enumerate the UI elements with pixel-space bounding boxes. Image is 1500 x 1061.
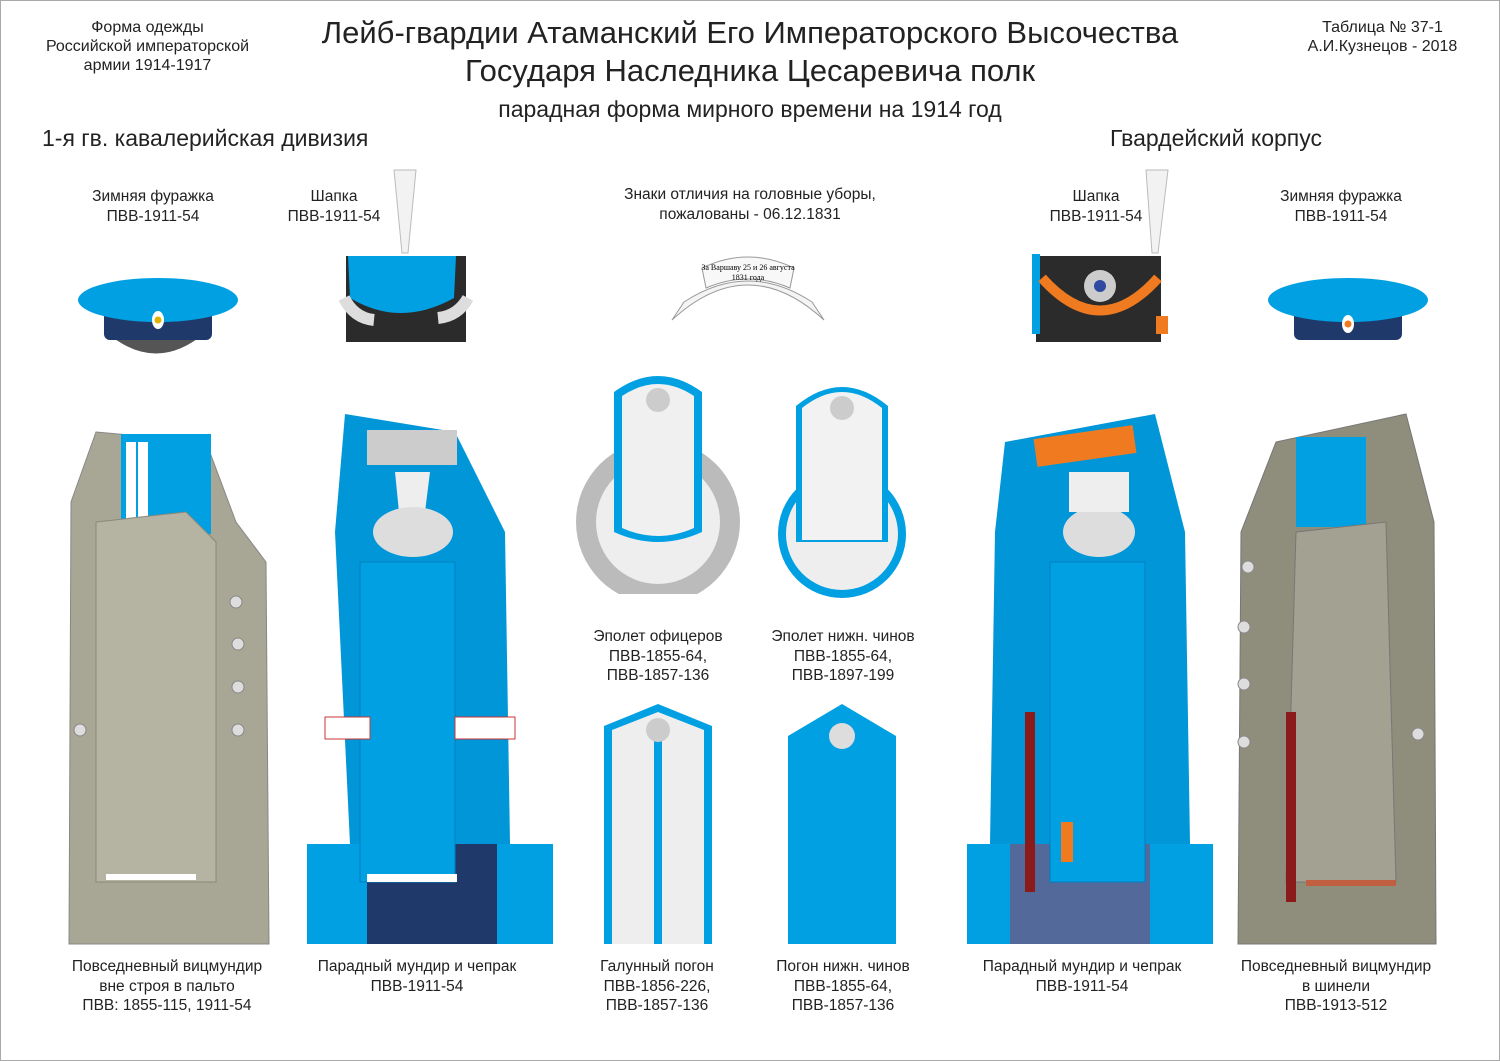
label-line: Повседневный вицмундир [71,958,263,975]
label-line: Шапка [1072,188,1120,205]
label-line: Эполет нижн. чинов [771,628,915,645]
label-line: Шапка [310,188,358,205]
winter-cap-right-illustration [1268,278,1428,340]
label-line: ПВВ-1911-54 [1294,207,1388,225]
header-right: Таблица № 37-1 А.И.Кузнецов - 2018 [1280,18,1485,56]
label-line: ПВВ-1897-199 [791,667,895,684]
label-line: ПВВ-1857-136 [791,997,895,1014]
page-title: Лейб-гвардии Атаманский Его Императорско… [250,14,1250,90]
label-line: ПВВ-1911-54 [1035,977,1129,995]
table-number: Таблица № 37-1 [1322,19,1443,36]
ribbon-text: 1831 года [732,273,765,282]
division-label: 1-я гв. кавалерийская дивизия [42,125,369,151]
label-line: Погон нижн. чинов [776,958,910,975]
header-left-line: армии 1914-1917 [83,57,212,74]
corps-label: Гвардейский корпус [1110,125,1322,151]
shapka-right-illustration [1032,169,1169,342]
ribbon-insignia: За Варшаву 25 и 26 августа 1831 года [671,256,825,321]
label-line: Знаки отличия на головные уборы, [624,186,876,203]
everyday-coat-left-illustration [68,431,270,945]
label-line: ПВВ-1911-54 [287,207,381,225]
lower-rank-epaulette-illustration [778,387,906,598]
label-line: ПВВ-1857-136 [606,667,710,684]
officer-epaulette-illustration [576,376,740,594]
label-line: вне строя в пальто [99,977,235,995]
label-line: ПВВ-1913-512 [1284,997,1388,1014]
label-line: ПВВ-1911-54 [1049,207,1143,225]
subtitle: парадная форма мирного времени на 1914 г… [498,96,1002,122]
label-line: Зимняя фуражка [92,188,214,205]
label-line: Галунный погон [600,958,714,975]
ribbon-text: За Варшаву 25 и 26 августа [701,263,795,272]
parade-uniform-right-illustration [967,414,1213,944]
header-left: Форма одежды Российской императорской ар… [20,18,275,75]
header-left-line: Российской императорской [45,38,250,55]
label-line: ПВВ-1857-136 [605,997,709,1014]
title-line: Государя Наследника Цесаревича полк [464,53,1036,88]
label-line: Парадный мундир и чепрак [982,958,1182,975]
label-line: пожалованы - 06.12.1831 [659,205,841,223]
label-line: ПВВ-1855-64, [608,647,708,665]
label-line: ПВВ-1855-64, [793,977,893,995]
header-left-line: Форма одежды [91,19,204,36]
label-line: Повседневный вицмундир [1240,958,1432,975]
parade-uniform-left-illustration [307,414,553,944]
label-line: ПВВ-1855-64, [793,647,893,665]
author: А.И.Кузнецов - 2018 [1307,38,1458,55]
label-line: Парадный мундир и чепрак [317,958,517,975]
title-line: Лейб-гвардии Атаманский Его Императорско… [321,15,1179,50]
label-line: ПВВ-1911-54 [370,977,464,995]
label-line: Зимняя фуражка [1280,188,1402,205]
label-line: в шинели [1301,977,1370,995]
bottom-label-1: Повседневный вицмундир вне строя в пальто… [56,957,278,1016]
label-line: Эполет офицеров [593,628,723,645]
lower-rank-pogon-illustration [788,704,896,944]
winter-cap-left-illustration [78,278,238,354]
everyday-coat-right-illustration [1237,413,1437,945]
insignia-label: Знаки отличия на головные уборы, пожалова… [600,185,900,224]
label-line: ПВВ-1911-54 [106,207,200,225]
label-line: ПВВ: 1855-115, 1911-54 [82,997,252,1014]
label-line: ПВВ-1856-226, [603,977,711,995]
galloon-pogon-illustration [604,704,712,944]
shapka-left-illustration [338,169,474,342]
